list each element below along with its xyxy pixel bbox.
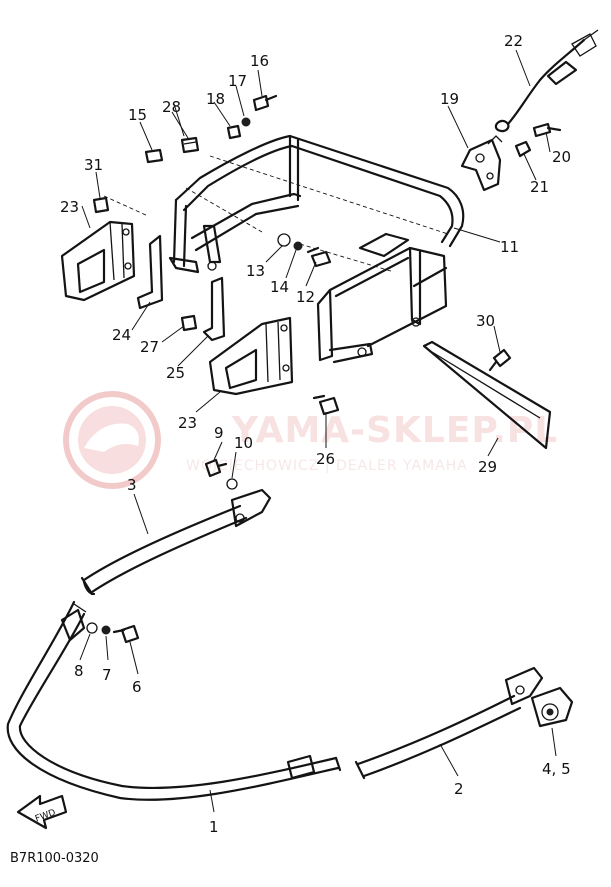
part-11-carrier bbox=[168, 134, 465, 364]
callout-8: 8 bbox=[74, 662, 84, 680]
watermark-subtitle: WOJCIECHOWICZ | DEALER YAMAHA bbox=[186, 458, 468, 474]
part-4-5-grommet bbox=[530, 686, 574, 728]
part-29-plate bbox=[422, 340, 552, 450]
part-2-rod bbox=[354, 666, 544, 780]
callout-29: 29 bbox=[478, 458, 497, 476]
callout-31: 31 bbox=[84, 156, 103, 174]
callout-13: 13 bbox=[246, 262, 265, 280]
part-23-bracket-lower bbox=[208, 316, 294, 396]
callout-10: 10 bbox=[234, 434, 253, 452]
part-31-nut bbox=[92, 196, 110, 214]
callout-26: 26 bbox=[316, 450, 335, 468]
part-13-washer bbox=[277, 233, 291, 247]
leader-lines bbox=[79, 49, 557, 813]
callout-24: 24 bbox=[112, 326, 131, 344]
callout-30: 30 bbox=[476, 312, 495, 330]
fwd-arrow: FWD bbox=[16, 794, 68, 830]
watermark-logo bbox=[63, 391, 161, 489]
part-21-nut bbox=[514, 140, 532, 158]
watermark-title: YAMA-SKLEP.PL bbox=[231, 410, 558, 451]
part-22-cable bbox=[494, 29, 599, 133]
part-19-bracket bbox=[460, 135, 503, 192]
part-23-bracket-upper bbox=[60, 220, 136, 302]
callout-2: 2 bbox=[454, 780, 464, 798]
diagram-code: B7R100-0320 bbox=[10, 851, 99, 866]
part-12-bolt bbox=[306, 246, 332, 268]
part-28-collar bbox=[180, 136, 200, 154]
part-15-nut bbox=[144, 148, 164, 164]
callout-labels: 1 2 3 4, 5 6 7 8 9 10 11 12 13 14 15 16 … bbox=[60, 32, 571, 836]
part-30-screw bbox=[488, 348, 512, 372]
part-8-washer bbox=[86, 622, 98, 634]
callout-23-upper: 23 bbox=[60, 198, 79, 216]
part-20-bolt bbox=[532, 122, 562, 138]
callout-16: 16 bbox=[250, 52, 269, 70]
callout-18: 18 bbox=[206, 90, 225, 108]
callout-27: 27 bbox=[140, 338, 159, 356]
part-18-washer bbox=[226, 124, 242, 140]
callout-4-5: 4, 5 bbox=[542, 760, 571, 778]
callout-21: 21 bbox=[530, 178, 549, 196]
part-25-stay bbox=[202, 276, 226, 342]
part-7-washer bbox=[101, 625, 111, 635]
part-27-nut bbox=[180, 314, 198, 332]
callout-20: 20 bbox=[552, 148, 571, 166]
part-9-bolt bbox=[204, 458, 228, 478]
callout-19: 19 bbox=[440, 90, 459, 108]
part-16-bolt bbox=[252, 94, 278, 112]
part-17-spring-washer bbox=[241, 117, 251, 127]
part-3-rod bbox=[80, 488, 272, 596]
watermark: YAMA-SKLEP.PL WOJCIECHOWICZ | DEALER YAM… bbox=[63, 391, 558, 489]
callout-11: 11 bbox=[500, 238, 519, 256]
callout-3: 3 bbox=[127, 476, 137, 494]
part-14-washer bbox=[293, 241, 303, 251]
part-24-stay bbox=[136, 234, 164, 310]
callout-22: 22 bbox=[504, 32, 523, 50]
part-10-washer bbox=[226, 478, 238, 490]
part-6-bolt bbox=[112, 624, 140, 644]
callout-25: 25 bbox=[166, 364, 185, 382]
callout-9: 9 bbox=[214, 424, 224, 442]
part-1-frame bbox=[6, 600, 342, 801]
callout-1: 1 bbox=[209, 818, 219, 836]
callout-15: 15 bbox=[128, 106, 147, 124]
callout-6: 6 bbox=[132, 678, 142, 696]
callout-28: 28 bbox=[162, 98, 181, 116]
part-26-bolt bbox=[312, 394, 340, 416]
callout-17: 17 bbox=[228, 72, 247, 90]
callout-14: 14 bbox=[270, 278, 289, 296]
callout-12: 12 bbox=[296, 288, 315, 306]
callout-23-lower: 23 bbox=[178, 414, 197, 432]
callout-7: 7 bbox=[102, 666, 112, 684]
